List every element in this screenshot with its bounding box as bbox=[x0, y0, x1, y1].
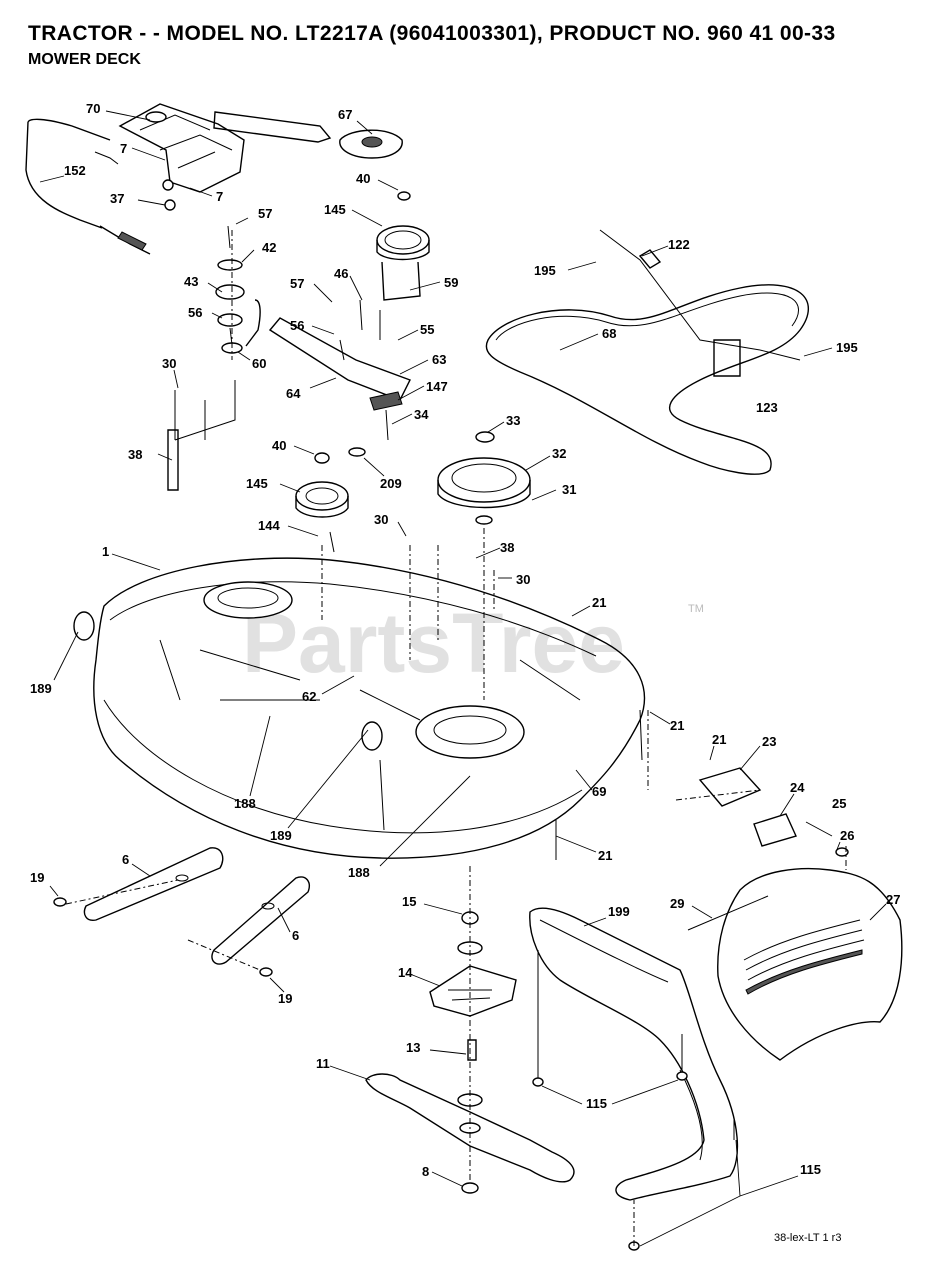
callout-11: 11 bbox=[316, 1056, 330, 1071]
callout-122: 122 bbox=[668, 237, 690, 252]
callout-33: 33 bbox=[506, 413, 520, 428]
callout-145: 145 bbox=[324, 202, 346, 217]
callout-29: 29 bbox=[670, 896, 684, 911]
callout-46: 46 bbox=[334, 266, 348, 281]
callout-23: 23 bbox=[762, 734, 776, 749]
spindle-assembly bbox=[429, 911, 517, 1107]
deflector-guard bbox=[529, 907, 739, 1201]
callout-30: 30 bbox=[162, 356, 176, 371]
callout-30: 30 bbox=[374, 512, 388, 527]
callout-67: 67 bbox=[338, 107, 352, 122]
callout-40: 40 bbox=[272, 438, 286, 453]
page-subtitle: MOWER DECK bbox=[28, 51, 141, 68]
callout-199: 199 bbox=[608, 904, 630, 919]
callout-42: 42 bbox=[262, 240, 276, 255]
idler-pulley-upper bbox=[376, 191, 430, 301]
callout-21: 21 bbox=[712, 732, 726, 747]
callout-6: 6 bbox=[122, 852, 129, 867]
callout-69: 69 bbox=[592, 784, 606, 799]
discharge-bracket-parts bbox=[555, 709, 849, 860]
belt-guide-bracket bbox=[599, 229, 801, 377]
callout-40: 40 bbox=[356, 171, 370, 186]
mower-deck-housing bbox=[93, 557, 646, 859]
callout-6: 6 bbox=[292, 928, 299, 943]
belt-guide bbox=[339, 129, 403, 159]
callout-leaders bbox=[39, 110, 887, 1247]
idler-pulley-lower bbox=[295, 452, 349, 553]
callout-188: 188 bbox=[234, 796, 256, 811]
drive-belt bbox=[485, 284, 810, 475]
watermark-trademark: TM bbox=[688, 603, 704, 615]
assembly-axis-lines bbox=[65, 230, 847, 1246]
lift-bracket-assembly bbox=[118, 103, 332, 193]
callout-7: 7 bbox=[120, 141, 127, 156]
callout-24: 24 bbox=[790, 780, 805, 795]
callout-21: 21 bbox=[670, 718, 684, 733]
callout-57: 57 bbox=[290, 276, 304, 291]
callout-32: 32 bbox=[552, 446, 566, 461]
lift-arm-front bbox=[53, 847, 224, 921]
callout-8: 8 bbox=[422, 1164, 429, 1179]
callout-19: 19 bbox=[278, 991, 292, 1006]
baffle-gauge-wheel bbox=[73, 611, 383, 751]
callout-38: 38 bbox=[500, 540, 514, 555]
callout-147: 147 bbox=[426, 379, 448, 394]
callout-27: 27 bbox=[886, 892, 900, 907]
callout-43: 43 bbox=[184, 274, 198, 289]
callout-70: 70 bbox=[86, 101, 100, 116]
chute-rod bbox=[687, 895, 769, 931]
callout-123: 123 bbox=[756, 400, 778, 415]
drawing-reference-code: 38-lex-LT 1 r3 bbox=[774, 1232, 842, 1244]
idler-arm-hardware bbox=[215, 225, 411, 457]
callout-37: 37 bbox=[110, 191, 124, 206]
callout-1: 1 bbox=[102, 544, 109, 559]
callout-64: 64 bbox=[286, 386, 301, 401]
callout-labels: 70 67 7 152 7 37 40 145 57 42 43 46 57 5… bbox=[30, 101, 900, 1179]
callout-13: 13 bbox=[406, 1040, 420, 1055]
callout-15: 15 bbox=[402, 894, 416, 909]
callout-57: 57 bbox=[258, 206, 272, 221]
lift-link-rod bbox=[25, 118, 176, 255]
callout-38: 38 bbox=[128, 447, 142, 462]
callout-59: 59 bbox=[444, 275, 458, 290]
callout-60: 60 bbox=[252, 356, 266, 371]
callout-56: 56 bbox=[290, 318, 304, 333]
callout-21: 21 bbox=[592, 595, 606, 610]
callout-188: 188 bbox=[348, 865, 370, 880]
spindle-pulley bbox=[437, 431, 531, 525]
callout-144: 144 bbox=[258, 518, 280, 533]
bolts-left bbox=[167, 380, 236, 491]
callout-19: 19 bbox=[30, 870, 44, 885]
callout-7: 7 bbox=[216, 189, 223, 204]
watermark: PartsTree bbox=[242, 596, 625, 690]
callout-195: 195 bbox=[534, 263, 556, 278]
callout-152: 152 bbox=[64, 163, 86, 178]
callout-195: 195 bbox=[836, 340, 858, 355]
callout-34: 34 bbox=[414, 407, 429, 422]
callout-21: 21 bbox=[598, 848, 612, 863]
callout-62: 62 bbox=[302, 689, 316, 704]
callout-145: 145 bbox=[246, 476, 268, 491]
callout-115: 115 bbox=[800, 1162, 821, 1177]
callout-25: 25 bbox=[832, 796, 846, 811]
callout-68: 68 bbox=[602, 326, 616, 341]
callout-30: 30 bbox=[516, 572, 530, 587]
callout-14: 14 bbox=[398, 965, 413, 980]
lift-arm-rear bbox=[211, 876, 310, 977]
callout-26: 26 bbox=[840, 828, 854, 843]
callout-189: 189 bbox=[270, 828, 292, 843]
discharge-chute bbox=[717, 867, 903, 1061]
callout-31: 31 bbox=[562, 482, 576, 497]
callout-56: 56 bbox=[188, 305, 202, 320]
callout-209: 209 bbox=[380, 476, 402, 491]
callout-189: 189 bbox=[30, 681, 52, 696]
page-title: TRACTOR - - MODEL NO. LT2217A (960410033… bbox=[28, 22, 836, 45]
callout-115: 115 bbox=[586, 1096, 607, 1111]
callout-55: 55 bbox=[420, 322, 434, 337]
callout-63: 63 bbox=[432, 352, 446, 367]
